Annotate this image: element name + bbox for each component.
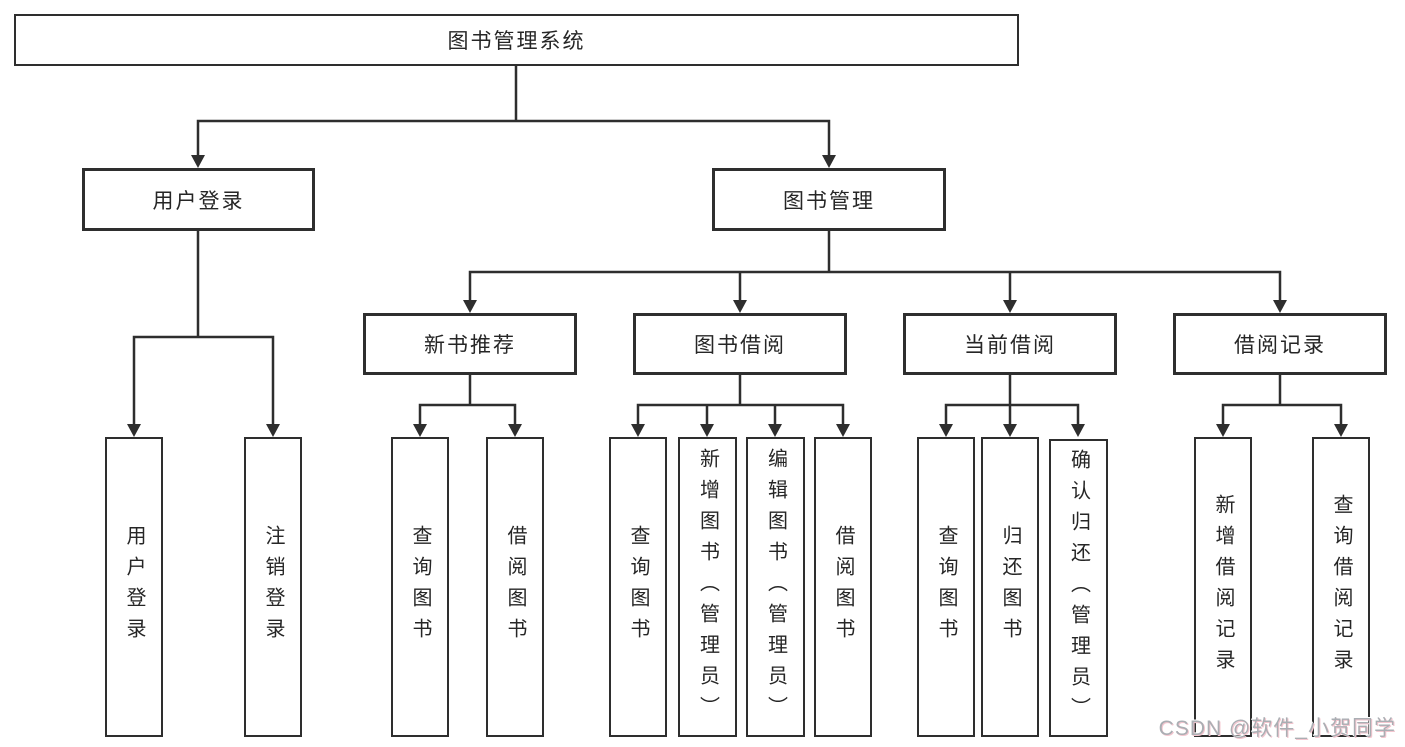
arrow-down-icon [191, 155, 205, 168]
node-label: 当前借阅 [964, 334, 1056, 357]
arrow-down-icon [266, 424, 280, 437]
arrow-down-icon [127, 424, 141, 437]
node-book-management: 图书管理 [712, 168, 946, 231]
node-label: 新书推荐 [424, 334, 516, 357]
leaf-label: 查询借阅记录 [1330, 494, 1352, 680]
arrow-down-icon [822, 155, 836, 168]
connector-book-management-to-level3 [468, 229, 1282, 303]
node-user-login: 用户登录 [82, 168, 315, 231]
leaf-bb-add-book-admin: 新增图书（管理员） [678, 437, 737, 737]
node-label: 图书借阅 [694, 334, 786, 357]
node-current-borrowing: 当前借阅 [903, 313, 1117, 375]
arrow-down-icon [1003, 300, 1017, 313]
connector-root-to-level2 [196, 63, 831, 158]
arrow-down-icon [1273, 300, 1287, 313]
leaf-br-query-borrow-record: 查询借阅记录 [1312, 437, 1370, 737]
leaf-logout: 注销登录 [244, 437, 302, 737]
node-label: 图书管理系统 [447, 30, 586, 53]
arrow-down-icon [700, 424, 714, 437]
leaf-label: 查询图书 [409, 525, 431, 649]
node-new-book-recommend: 新书推荐 [363, 313, 577, 375]
leaf-label: 确认归还（管理员） [1067, 448, 1090, 728]
node-book-borrowing: 图书借阅 [633, 313, 847, 375]
arrow-down-icon [413, 424, 427, 437]
connector-current-borrow-to-leaves [944, 373, 1080, 427]
leaf-nb-query-books: 查询图书 [391, 437, 449, 737]
leaf-label: 用户登录 [123, 525, 145, 649]
leaf-nb-borrow-books: 借阅图书 [486, 437, 544, 737]
leaf-label: 查询图书 [627, 525, 649, 649]
leaf-user-login: 用户登录 [105, 437, 163, 737]
leaf-label: 注销登录 [262, 525, 284, 649]
arrow-down-icon [1216, 424, 1230, 437]
leaf-label: 新增图书（管理员） [696, 447, 719, 727]
leaf-bb-query-books: 查询图书 [609, 437, 667, 737]
arrow-down-icon [631, 424, 645, 437]
node-library-system: 图书管理系统 [14, 14, 1019, 66]
leaf-cb-return-books: 归还图书 [981, 437, 1039, 737]
node-borrow-records: 借阅记录 [1173, 313, 1387, 375]
arrow-down-icon [1071, 424, 1085, 437]
leaf-label: 借阅图书 [504, 525, 526, 649]
connector-new-book-to-leaves [418, 373, 517, 427]
leaf-label: 编辑图书（管理员） [764, 447, 787, 727]
leaf-label: 新增借阅记录 [1212, 494, 1234, 680]
arrow-down-icon [939, 424, 953, 437]
arrow-down-icon [508, 424, 522, 437]
leaf-bb-edit-book-admin: 编辑图书（管理员） [746, 437, 805, 737]
leaf-label: 借阅图书 [832, 525, 854, 649]
leaf-label: 归还图书 [999, 525, 1021, 649]
arrow-down-icon [768, 424, 782, 437]
leaf-label: 查询图书 [935, 525, 957, 649]
connector-book-borrow-to-leaves [636, 373, 845, 427]
node-label: 借阅记录 [1234, 334, 1326, 357]
arrow-down-icon [1334, 424, 1348, 437]
arrow-down-icon [463, 300, 477, 313]
arrow-down-icon [733, 300, 747, 313]
leaf-br-add-borrow-record: 新增借阅记录 [1194, 437, 1252, 737]
arrowheads [127, 155, 1348, 437]
connector-records-to-leaves [1221, 373, 1343, 427]
leaf-bb-borrow-books: 借阅图书 [814, 437, 872, 737]
arrow-down-icon [1003, 424, 1017, 437]
arrow-down-icon [836, 424, 850, 437]
connector-user-login-to-leaves [132, 229, 275, 427]
node-label: 用户登录 [152, 189, 245, 213]
leaf-cb-query-books: 查询图书 [917, 437, 975, 737]
watermark-text: CSDN @软件_小贺同学 [1158, 717, 1396, 740]
leaf-cb-confirm-return-admin: 确认归还（管理员） [1049, 439, 1108, 737]
node-label: 图书管理 [783, 189, 875, 213]
